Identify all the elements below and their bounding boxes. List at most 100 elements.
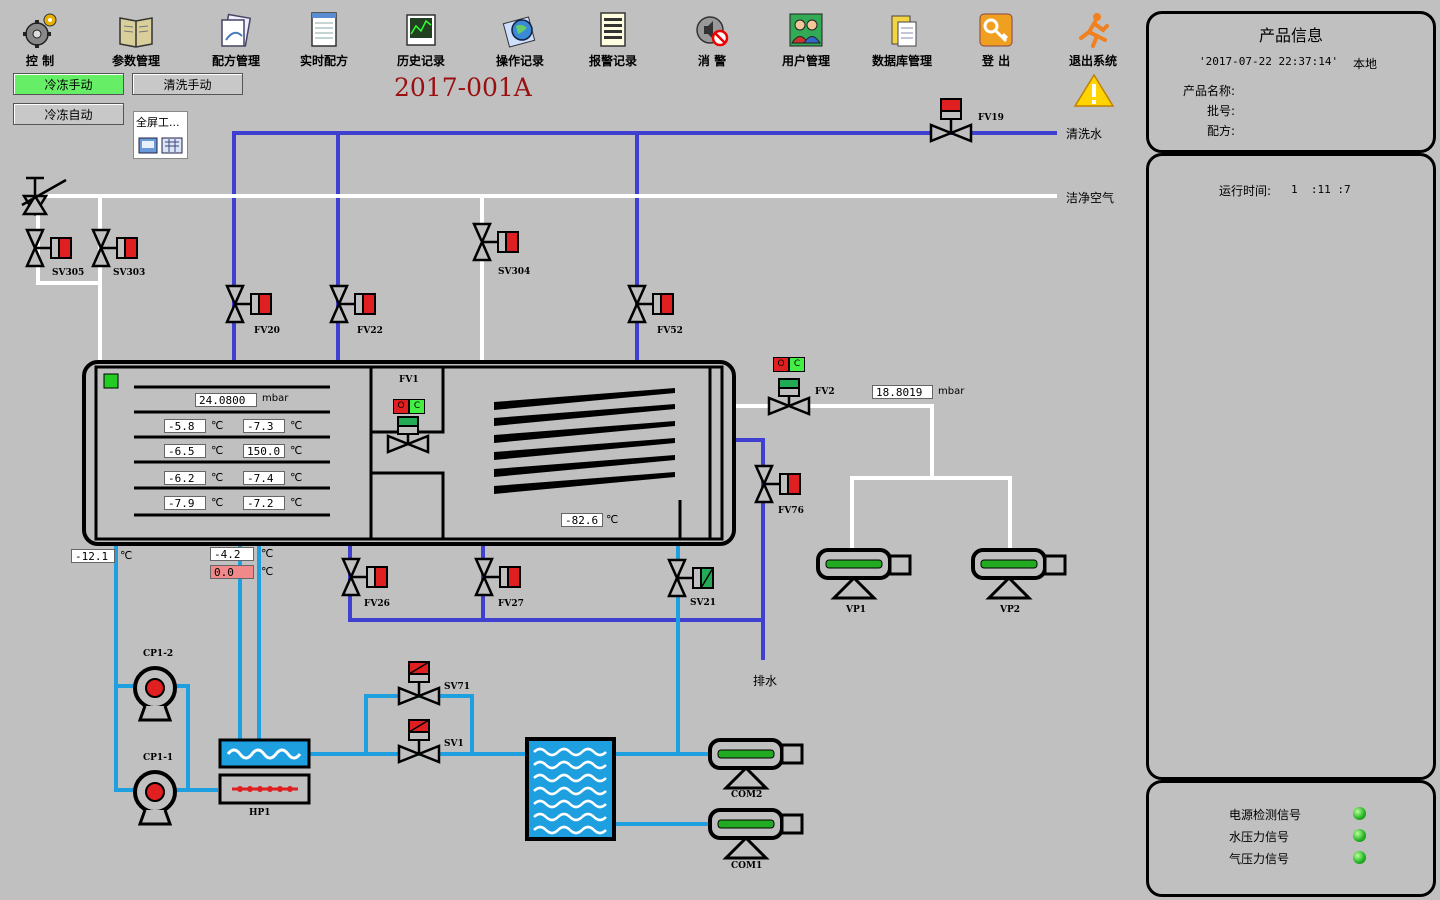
toolbar-control[interactable]: 控 制 xyxy=(0,10,80,68)
toolbar-mute[interactable]: 消 警 xyxy=(672,10,752,68)
chamber-pressure-unit: mbar xyxy=(262,393,289,404)
valve-label-fv26: FV26 xyxy=(364,599,390,609)
shelf-temp-right-2: 150.0 xyxy=(243,444,285,458)
toolbar-label: 实时配方 xyxy=(299,54,348,68)
valve-label-fv19: FV19 xyxy=(978,113,1004,123)
valve-label-fv20: FV20 xyxy=(254,326,280,336)
valve-fv20[interactable] xyxy=(225,284,272,324)
product-location: 本地 xyxy=(1353,57,1378,71)
outlet-temp-value: -4.2 xyxy=(210,547,254,561)
com1-label: COM1 xyxy=(731,861,763,871)
product-recipe-label: 配方: xyxy=(1207,124,1236,138)
toolbar-label: 退出系统 xyxy=(1068,54,1117,68)
unit-c: ℃ xyxy=(211,496,224,509)
valve-label-fv1: FV1 xyxy=(399,375,419,385)
toolbar-label: 报警记录 xyxy=(588,54,637,68)
vacuum-pump-vp1[interactable] xyxy=(816,548,912,600)
valve-sv71[interactable] xyxy=(397,661,441,706)
signal-water-label: 水压力信号 xyxy=(1229,830,1290,844)
valve-sv1[interactable] xyxy=(397,719,441,764)
cooling-tank[interactable] xyxy=(525,737,616,841)
toolbar-logout[interactable]: 登 出 xyxy=(956,10,1036,68)
pump-cp1-2[interactable] xyxy=(133,666,177,722)
valve-fv22[interactable] xyxy=(329,284,376,324)
heater-hp1[interactable] xyxy=(218,738,311,805)
shelf-temp-left-2: -6.5 xyxy=(164,444,206,458)
vp2-label: VP2 xyxy=(1000,605,1021,615)
toolbar-label: 配方管理 xyxy=(211,54,260,68)
toolbar-exit[interactable]: 退出系统 xyxy=(1053,10,1133,68)
compressor-com1[interactable] xyxy=(708,808,804,860)
batch-title: 2017-001A xyxy=(394,73,532,102)
fv1-close: C xyxy=(409,399,425,414)
valve-fv2[interactable] xyxy=(767,378,811,416)
valve-fv26[interactable] xyxy=(341,557,388,597)
freeze-auto-button[interactable]: 冷冻自动 xyxy=(13,103,124,125)
toolbar-recipe[interactable]: 配方管理 xyxy=(196,10,276,68)
unit-c: ℃ xyxy=(290,471,303,484)
users-icon xyxy=(789,13,823,47)
chamber-status-indicator xyxy=(103,373,119,389)
valve-label-sv71: SV71 xyxy=(444,682,471,692)
product-info-title: 产品信息 xyxy=(1258,26,1323,45)
book-icon xyxy=(119,17,153,48)
warning-icon[interactable] xyxy=(1073,73,1115,109)
toolbar-label: 参数管理 xyxy=(111,54,160,68)
signal-power-led xyxy=(1353,807,1366,820)
toolbar-history[interactable]: 历史记录 xyxy=(381,10,461,68)
toolbar-realtime[interactable]: 实时配方 xyxy=(284,10,364,68)
valve-label-sv21: SV21 xyxy=(690,598,717,608)
valve-sv303[interactable] xyxy=(91,228,138,268)
unit-c: ℃ xyxy=(211,444,224,457)
unit-c: ℃ xyxy=(290,419,303,432)
compressor-com2[interactable] xyxy=(708,738,804,790)
valve-label-fv2: FV2 xyxy=(815,387,835,397)
com2-label: COM2 xyxy=(731,790,763,800)
valve-label-sv304: SV304 xyxy=(498,267,531,277)
shelf-temp-right-1: -7.3 xyxy=(243,419,285,433)
condenser-pressure-unit: mbar xyxy=(938,386,965,397)
vacuum-pump-vp2[interactable] xyxy=(971,548,1067,600)
valve-sv305[interactable] xyxy=(25,228,72,268)
outlet-temp2-value: 0.0 xyxy=(210,565,254,579)
toolbar-alarms[interactable]: 报警记录 xyxy=(573,10,653,68)
valve-fv52[interactable] xyxy=(627,284,674,324)
notepad-icon xyxy=(311,12,337,47)
valve-label-fv27: FV27 xyxy=(498,599,524,609)
freeze-manual-button[interactable]: 冷冻手动 xyxy=(13,73,124,95)
globe-icon xyxy=(502,16,536,48)
product-datetime: '2017-07-22 22:37:14' xyxy=(1199,55,1339,68)
shelf-temp-left-1: -5.8 xyxy=(164,419,206,433)
screens-icon xyxy=(138,137,183,154)
valve-sv304[interactable] xyxy=(472,222,519,262)
list-icon xyxy=(600,12,626,47)
runtime-label: 运行时间: xyxy=(1219,184,1272,198)
toolbar-label: 用户管理 xyxy=(781,54,830,68)
condenser-temp-value: -82.6 xyxy=(561,513,603,527)
valve-fv1[interactable] xyxy=(386,416,430,454)
process-diagram xyxy=(21,98,1067,860)
signal-power-label: 电源检测信号 xyxy=(1229,808,1302,822)
clean-manual-button[interactable]: 清洗手动 xyxy=(132,73,243,95)
fullscreen-label: 全屏工... xyxy=(136,116,180,129)
valve-fv19[interactable] xyxy=(929,98,973,143)
shelf-temp-right-3: -7.4 xyxy=(243,471,285,485)
toolbar-db[interactable]: 数据库管理 xyxy=(862,10,942,68)
valve-sv21[interactable] xyxy=(667,558,714,598)
toolbar-params[interactable]: 参数管理 xyxy=(96,10,176,68)
fullscreen-panel[interactable]: 全屏工... xyxy=(133,111,188,159)
valve-fv27[interactable] xyxy=(474,557,521,597)
toolbar-label: 控 制 xyxy=(25,54,55,68)
toolbar-users[interactable]: 用户管理 xyxy=(766,10,846,68)
valve-fv76[interactable] xyxy=(754,464,801,504)
toolbar-ops[interactable]: 操作记录 xyxy=(480,10,560,68)
shelf-temp-left-3: -6.2 xyxy=(164,471,206,485)
toolbar-label: 操作记录 xyxy=(495,54,544,68)
product-name-label: 产品名称: xyxy=(1183,84,1236,98)
pump-cp1-1[interactable] xyxy=(133,770,177,826)
database-icon xyxy=(891,15,917,47)
valve-label-fv52: FV52 xyxy=(657,326,683,336)
unit-c: ℃ xyxy=(120,549,133,562)
